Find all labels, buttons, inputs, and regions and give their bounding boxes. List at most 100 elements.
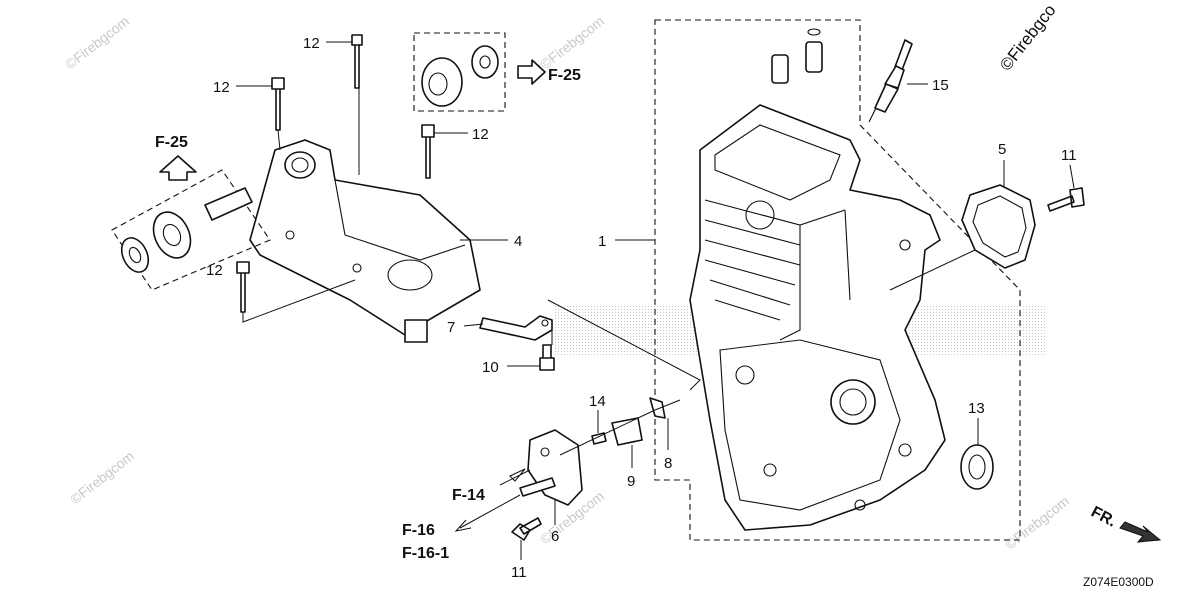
cylinder-edges [779,209,851,341]
bolt-11-bottom [511,517,542,541]
lifter-right [805,41,823,73]
left-washer-hole [128,246,142,264]
callout-5: 5 [998,141,1006,158]
ref-f25-top: F-25 [548,67,581,84]
oil-seal [960,444,994,490]
main-bearing-boss [830,379,876,425]
cover-ridge [334,179,466,261]
ref-f14: F-14 [452,487,485,504]
arrow-f16 [454,494,521,532]
watermark-2: ©Firebgcom [537,13,607,73]
bolt-12-top [351,34,363,89]
top-bearing [421,57,463,107]
diagram-code: Z074E0300D [1083,575,1154,589]
cover-plate-hole [540,447,550,457]
leader-12-bottom-drop [242,279,356,323]
watermark-1: ©Firebgcom [62,13,132,73]
cover-bearing-boss [284,151,316,179]
spark-plug-terminal [894,39,913,71]
callout-8: 8 [664,455,672,472]
arrow-right-f25-icon [517,59,546,85]
watermark-3: ©Firebgcom [67,448,137,508]
ref-f25-left: F-25 [155,134,188,151]
callout-10: 10 [482,359,499,376]
bolt-12-left [271,77,285,131]
cover-plate-pin [519,477,556,497]
callout-numbers: 12 12 12 12 4 1 15 5 11 13 7 10 14 9 8 6… [206,35,1077,581]
gasket-inner [972,195,1027,258]
lifter-left [771,54,789,84]
leader-lines [236,41,1075,560]
plate-8 [649,397,666,419]
top-washer-hole [479,55,491,69]
spark-plug [868,39,913,123]
leader-gasket-to-block [889,249,976,291]
callout-12-bottom: 12 [206,262,223,279]
callout-13: 13 [968,400,985,417]
lifter-clip [807,28,821,36]
leader-12-left-drop [277,129,281,151]
callout-11-right: 11 [1061,147,1077,164]
leader-tube-to-block [547,299,701,391]
bolt-hole-4 [899,239,911,251]
left-bearing [152,211,192,259]
cylinder-block-body [689,104,946,531]
watermark-main: ©Firebgco [996,1,1059,75]
boss-hole-1 [735,365,755,385]
spark-plug-hex [884,65,905,89]
bolt-12-bottom [236,261,250,313]
cover-drain-tube [404,319,428,343]
breather-tube [479,315,553,341]
main-bearing-bore [839,388,867,416]
bolt-12-mid [421,124,435,179]
cover-plate [527,429,583,506]
valve-lifters [771,28,823,84]
callout-15: 15 [932,77,949,94]
left-washer [120,237,150,273]
callout-9: 9 [627,473,635,490]
callout-14: 14 [589,393,606,410]
top-bearing-race [428,72,448,96]
watermark-5: ©Firebgcom [1002,493,1072,553]
left-pin [204,187,253,221]
gasket [961,184,1036,269]
bearing-group-top-dashed [413,32,506,112]
arrow-f14 [499,468,531,486]
front-arrow-icon [1119,521,1162,543]
cover-bolt-hole-1 [285,230,295,240]
bearing-group-left [111,169,271,291]
oil-seal-lip [968,454,986,480]
spark-plug-electrode [868,107,877,123]
top-washer [471,45,499,79]
screw-14 [591,432,607,445]
bolt-hole-3 [854,499,866,511]
breather-cover-body [249,139,481,336]
arrow-up-f25-icon [159,155,197,181]
front-label: FR. [1088,504,1119,531]
cylinder-block [654,19,1021,541]
bolt-hole-2 [898,443,912,457]
callout-12-top: 12 [303,35,320,52]
cover-bolt-hole-2 [352,263,362,273]
ref-f16: F-16 [402,522,435,539]
callout-12-left: 12 [213,79,230,96]
leader-plate-to-block [559,399,681,456]
leader-11-right [1069,164,1075,189]
breather-cover-assembly [249,139,481,343]
callout-7: 7 [447,319,455,336]
bolt-11-right [1047,187,1085,212]
cylinder-block-dashed-outline [654,19,1021,541]
leader-7 [463,323,484,327]
ref-f16-1: F-16-1 [402,545,449,562]
bearing-group-top [413,32,506,112]
head-top-face [714,124,841,201]
breather-tube-hole [541,319,549,327]
cover-bearing-bore [291,157,309,173]
bracket-9 [611,417,643,446]
left-bearing-race [162,223,182,247]
crankcase-face [719,339,901,511]
spark-plug-body [874,83,899,113]
callout-11-bottom: 11 [511,564,527,581]
callout-1: 1 [598,233,606,250]
